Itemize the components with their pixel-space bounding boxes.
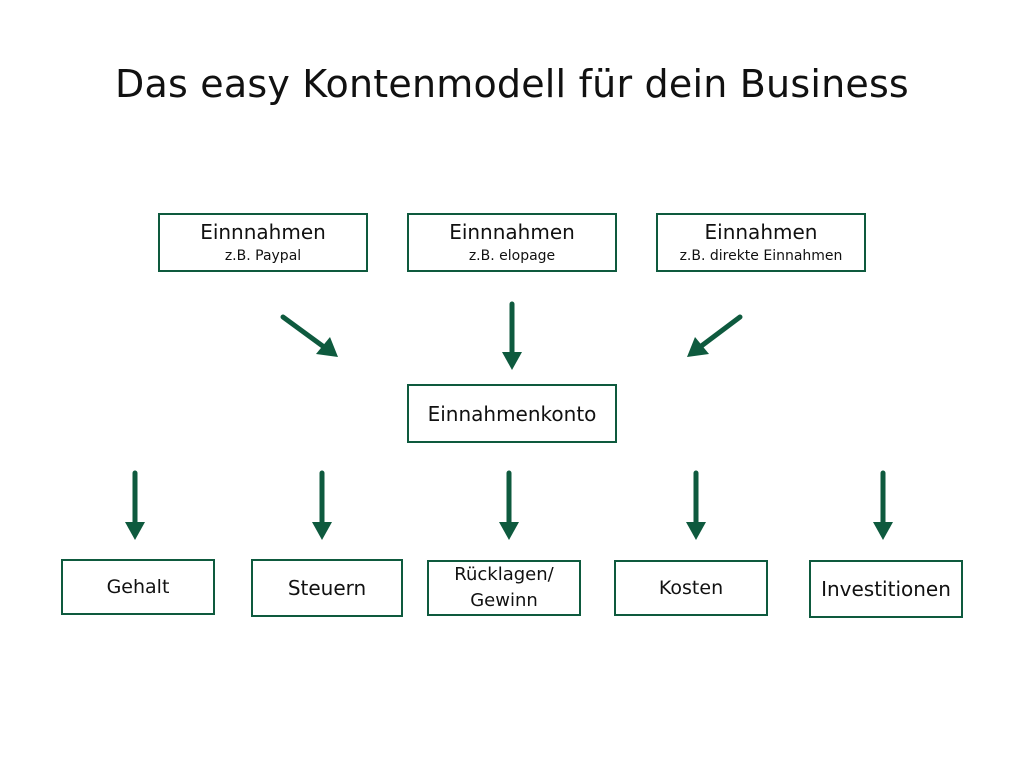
target-box-gehalt: Gehalt <box>61 559 215 615</box>
arrowhead-source-1 <box>316 337 338 357</box>
source-sublabel: z.B. elopage <box>468 248 556 264</box>
hub-box-einnahmenkonto: Einnahmenkonto <box>407 384 617 443</box>
source-box-elopage: Einnnahmen z.B. elopage <box>407 213 617 272</box>
diagram-title: Das easy Kontenmodell für dein Business <box>115 62 909 106</box>
target-label: Gehalt <box>106 576 170 598</box>
arrowhead-kosten <box>686 522 706 540</box>
source-label: Einnahmen <box>704 220 818 244</box>
source-label: Einnnahmen <box>449 220 575 244</box>
arrow-source-3-to-hub <box>697 314 743 350</box>
arrowhead-gehalt <box>125 522 145 540</box>
target-label: Rücklagen/ Gewinn <box>454 564 554 611</box>
source-sublabel: z.B. Paypal <box>224 248 302 264</box>
target-label: Investitionen <box>821 577 951 601</box>
arrowhead-investitionen <box>873 522 893 540</box>
arrowhead-ruecklagen <box>499 522 519 540</box>
hub-label: Einnahmenkonto <box>427 401 597 426</box>
arrowhead-source-2 <box>502 352 522 370</box>
arrowhead-steuern <box>312 522 332 540</box>
target-box-ruecklagen: Rücklagen/ Gewinn <box>427 560 581 616</box>
source-sublabel: z.B. direkte Einnahmen <box>679 248 843 264</box>
target-box-kosten: Kosten <box>614 560 768 616</box>
source-box-direct: Einnahmen z.B. direkte Einnahmen <box>656 213 866 272</box>
arrowhead-source-3 <box>687 337 709 357</box>
target-label: Steuern <box>287 576 367 600</box>
target-box-steuern: Steuern <box>251 559 403 617</box>
source-box-paypal: Einnnahmen z.B. Paypal <box>158 213 368 272</box>
arrow-source-1-to-hub <box>280 314 327 350</box>
target-label: Kosten <box>658 577 724 599</box>
source-label: Einnnahmen <box>200 220 326 244</box>
target-box-investitionen: Investitionen <box>809 560 963 618</box>
